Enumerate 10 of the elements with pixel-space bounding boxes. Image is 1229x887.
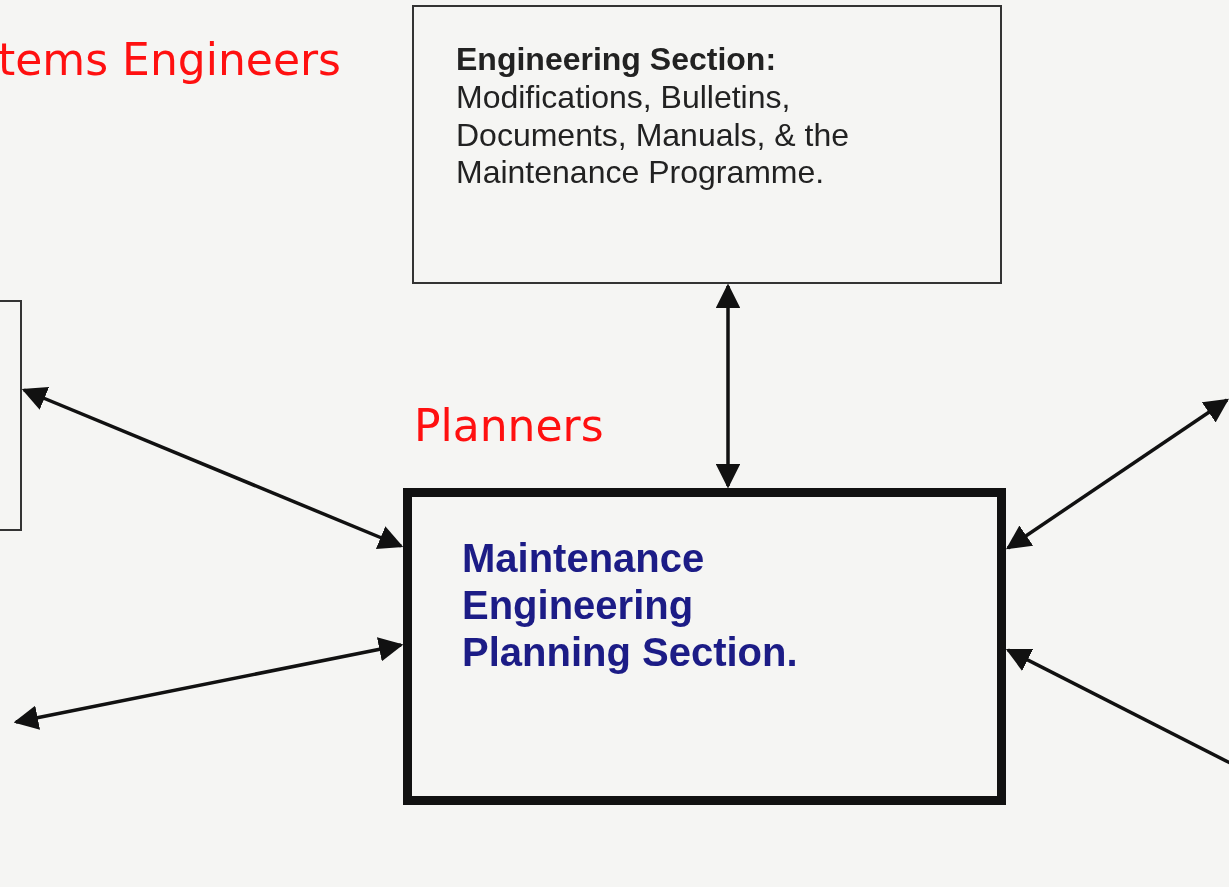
box-text: Modifications, Bulletins, Documents, Manuals, & the Maintenance Programme. — [456, 78, 851, 192]
process-box — [403, 488, 1006, 805]
arrow — [715, 283, 741, 489]
arrow — [13, 637, 404, 730]
arrow — [21, 387, 404, 549]
box-heading: Engineering Section: — [456, 41, 778, 79]
annotation-text: Planners — [414, 400, 604, 453]
process-box — [412, 5, 1002, 284]
box-text: Maintenance Engineering Planning Section. — [462, 535, 799, 677]
arrow — [1005, 398, 1229, 550]
